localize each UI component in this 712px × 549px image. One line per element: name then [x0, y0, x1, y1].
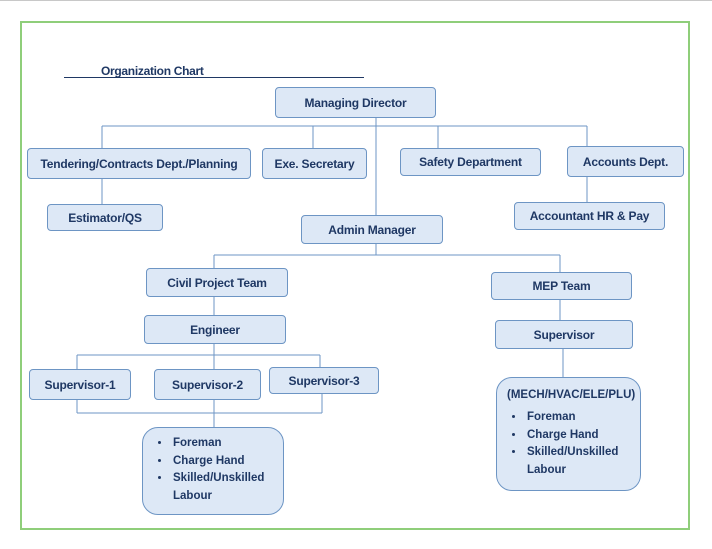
civil-labour-items: Foreman Charge Hand Skilled/Unskilled La… — [143, 435, 283, 505]
civil-labour-list[interactable]: Foreman Charge Hand Skilled/Unskilled La… — [142, 427, 284, 515]
node-supervisor-3[interactable]: Supervisor-3 — [269, 367, 379, 394]
node-accounts-dept[interactable]: Accounts Dept. — [567, 146, 684, 177]
node-engineer[interactable]: Engineer — [144, 315, 286, 344]
top-divider — [0, 0, 712, 1]
node-mep-supervisor[interactable]: Supervisor — [495, 320, 633, 349]
node-exe-secretary[interactable]: Exe. Secretary — [262, 148, 367, 179]
node-safety-department[interactable]: Safety Department — [400, 148, 541, 176]
node-mep-team[interactable]: MEP Team — [491, 272, 632, 300]
list-item: Foreman — [171, 435, 283, 453]
list-item: Skilled/Unskilled Labour — [525, 444, 623, 479]
page-title: Organization Chart — [64, 64, 364, 78]
node-admin-manager[interactable]: Admin Manager — [301, 215, 443, 244]
list-item: Charge Hand — [525, 427, 640, 445]
node-supervisor-1[interactable]: Supervisor-1 — [29, 369, 131, 400]
mep-labour-items: Foreman Charge Hand Skilled/Unskilled La… — [497, 409, 640, 479]
node-tendering-contracts-planning[interactable]: Tendering/Contracts Dept./Planning — [27, 148, 251, 179]
node-accountant-hr-pay[interactable]: Accountant HR & Pay — [514, 202, 665, 230]
mep-labour-list[interactable]: (MECH/HVAC/ELE/PLU) Foreman Charge Hand … — [496, 377, 641, 491]
node-civil-project-team[interactable]: Civil Project Team — [146, 268, 288, 297]
list-item: Skilled/Unskilled Labour — [171, 470, 269, 505]
list-item: Charge Hand — [171, 453, 283, 471]
node-estimator-qs[interactable]: Estimator/QS — [47, 204, 163, 231]
node-supervisor-2[interactable]: Supervisor-2 — [154, 369, 261, 400]
chart-frame — [20, 21, 690, 530]
mep-labour-heading: (MECH/HVAC/ELE/PLU) — [507, 389, 636, 401]
node-managing-director[interactable]: Managing Director — [275, 87, 436, 118]
list-item: Foreman — [525, 409, 640, 427]
